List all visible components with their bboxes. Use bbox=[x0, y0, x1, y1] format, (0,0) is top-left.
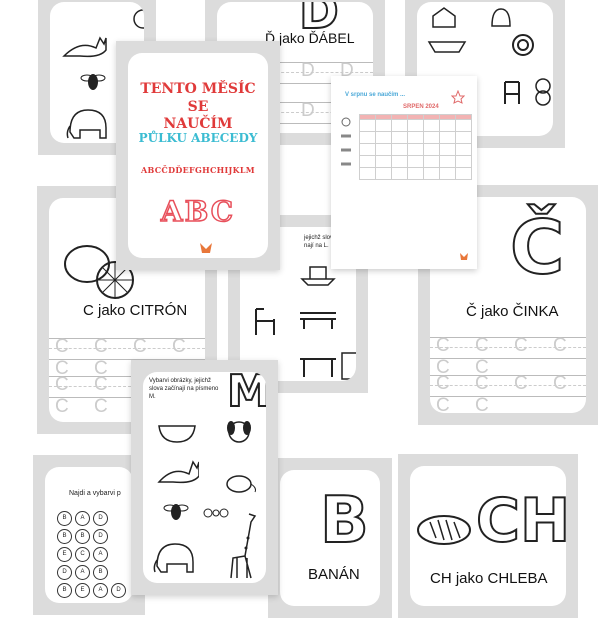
ant-icon bbox=[203, 508, 229, 518]
trace-line: C C C C C C bbox=[430, 335, 586, 378]
letter-dot: B bbox=[57, 583, 72, 598]
letter-dot: D bbox=[93, 529, 108, 544]
cinka-label: Č jako ČINKA bbox=[466, 303, 559, 320]
ship-icon bbox=[300, 266, 336, 286]
giraffe-icon bbox=[230, 513, 257, 579]
letter-dot: C bbox=[75, 547, 90, 562]
letter-dot: A bbox=[75, 511, 90, 526]
chleba-label: CH jako CHLEBA bbox=[430, 570, 548, 587]
letter-dot: E bbox=[57, 547, 72, 562]
bowl-icon bbox=[158, 425, 196, 443]
cover-alphabet: ABCČDĎEFGHCHIJKLM bbox=[141, 165, 255, 175]
elephant-icon bbox=[66, 109, 107, 139]
bread-icon bbox=[417, 515, 471, 545]
dots-title: Najdi a vybarvi p bbox=[69, 490, 121, 497]
lemon-icon bbox=[64, 245, 134, 299]
letter-dot: A bbox=[93, 583, 108, 598]
worksheet-card-m: Vybarvi obrázky, jejichž slova začínají … bbox=[131, 360, 278, 595]
fox-logo-icon bbox=[460, 253, 468, 260]
cover-title: TENTO MĚSÍC SE NAUČÍM bbox=[140, 81, 256, 132]
dog-icon bbox=[227, 421, 251, 443]
fox-logo-icon bbox=[200, 243, 212, 253]
star-icon bbox=[451, 90, 465, 104]
m-hint-text: Vybarvi obrázky, jejichž slova začínají … bbox=[149, 378, 219, 400]
worksheet-card-dots: Najdi a vybarvi p B A D B B D E C A D A … bbox=[33, 455, 145, 615]
letter-dot: A bbox=[75, 565, 90, 580]
hose-icon bbox=[512, 34, 534, 56]
letter-dot: B bbox=[75, 529, 90, 544]
letter-dot: D bbox=[57, 565, 72, 580]
fly-icon bbox=[163, 504, 189, 520]
d-caron-outline: D bbox=[298, 2, 340, 41]
letter-dot: D bbox=[93, 511, 108, 526]
calendar-month: SRPEN 2024 bbox=[403, 104, 439, 110]
letter-dot: B bbox=[57, 511, 72, 526]
elephant-icon bbox=[153, 543, 194, 573]
m-outline: M bbox=[226, 372, 266, 418]
banan-label: BANÁN bbox=[308, 566, 360, 583]
mouse-icon bbox=[226, 475, 256, 493]
c-caron-outline: Č bbox=[509, 204, 565, 292]
boat-icon bbox=[427, 41, 467, 53]
kids-illustration-icon bbox=[341, 117, 351, 166]
cat-icon bbox=[157, 460, 199, 484]
ghost-icon bbox=[491, 8, 511, 27]
letter-dot: D bbox=[111, 583, 126, 598]
calendar-title: V srpnu se naučím ... bbox=[345, 92, 406, 98]
table-icon bbox=[300, 358, 336, 377]
cover-card: TENTO MĚSÍC SE NAUČÍM PŮLKU ABECEDY ABCČ… bbox=[116, 41, 280, 270]
house-icon bbox=[432, 7, 456, 28]
letter-dot: E bbox=[75, 583, 90, 598]
letter-dot: B bbox=[93, 565, 108, 580]
d-caron-label: Ď jako ĎÁBEL bbox=[265, 30, 355, 46]
fridge-icon bbox=[341, 352, 356, 380]
calendar-grid bbox=[359, 114, 472, 180]
ch-outline: CH bbox=[475, 485, 566, 557]
worksheet-card-chleba: CH CH jako CHLEBA bbox=[398, 454, 578, 618]
worksheet-card-banan: B BANÁN bbox=[268, 458, 392, 618]
cat-icon bbox=[62, 36, 107, 58]
calendar-card: V srpnu se naučím ... SRPEN 2024 bbox=[331, 76, 477, 269]
cover-subtitle: PŮLKU ABECEDY bbox=[138, 131, 258, 145]
letter-dot: B bbox=[57, 529, 72, 544]
b-outline: B bbox=[319, 483, 370, 559]
bench-icon bbox=[300, 312, 336, 329]
chair-icon bbox=[255, 308, 275, 335]
fly-icon bbox=[80, 74, 106, 90]
trace-line: C C C C C C bbox=[430, 373, 586, 413]
citron-label: C jako CITRÓN bbox=[83, 302, 188, 319]
trace-line: C C C C C C bbox=[49, 336, 205, 379]
cover-abc-art: ABC bbox=[160, 194, 236, 229]
teddy-bear-icon bbox=[535, 78, 551, 106]
letter-dot: A bbox=[93, 547, 108, 562]
dog-icon bbox=[133, 9, 144, 29]
chair-icon bbox=[504, 81, 520, 104]
